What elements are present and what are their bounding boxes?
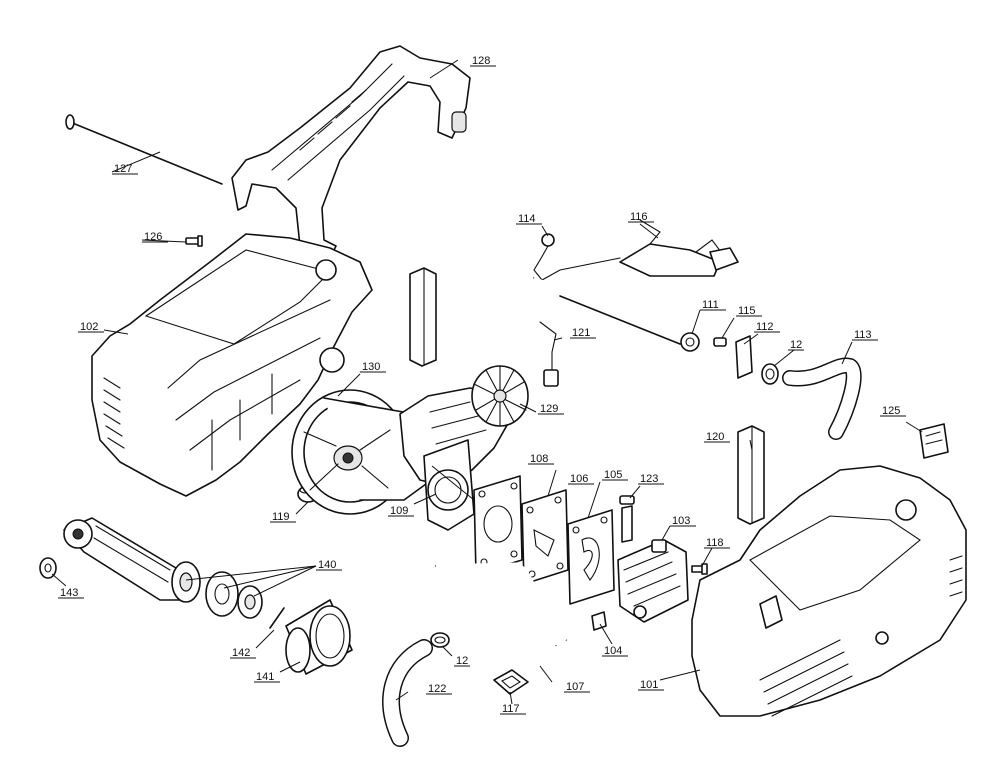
label-underlines xyxy=(58,65,906,715)
label-12-lower: 12 xyxy=(456,655,468,667)
valve-plate-106 xyxy=(521,489,569,585)
gasket-108 xyxy=(473,475,523,575)
reed-valve-123 xyxy=(619,495,635,543)
screw-142 xyxy=(269,607,285,629)
bracket-112 xyxy=(735,335,753,379)
leader-lines xyxy=(51,59,923,705)
label-114: 114 xyxy=(518,213,536,225)
fitting-115 xyxy=(713,337,727,347)
motor-compressor xyxy=(399,365,529,531)
left-housing xyxy=(91,233,373,497)
label-122: 122 xyxy=(428,683,446,695)
screw-126 xyxy=(185,235,203,247)
gasket-105 xyxy=(567,509,615,605)
hose-clamp-upper xyxy=(761,363,779,385)
label-102: 102 xyxy=(80,321,98,333)
label-106: 106 xyxy=(570,473,588,485)
carry-handle xyxy=(231,45,471,259)
switch-125 xyxy=(919,423,949,459)
motor-pulley-assembly xyxy=(63,517,263,619)
hose-122 xyxy=(382,639,433,747)
grommet-117 xyxy=(493,669,529,695)
label-108: 108 xyxy=(530,453,548,465)
label-126: 126 xyxy=(144,231,162,243)
label-118: 118 xyxy=(706,537,724,549)
pulley-cup-141 xyxy=(285,599,353,675)
discharge-tube xyxy=(433,562,567,662)
label-105: 105 xyxy=(604,469,622,481)
label-112: 112 xyxy=(756,321,774,333)
label-101: 101 xyxy=(640,679,658,691)
label-113: 113 xyxy=(854,329,872,341)
label-140: 140 xyxy=(318,559,336,571)
label-119: 119 xyxy=(272,511,290,523)
handle-end-cap xyxy=(451,111,467,133)
label-130: 130 xyxy=(362,361,380,373)
label-12-upper: 12 xyxy=(790,339,802,351)
part-labels: 128 127 126 102 130 129 108 106 105 123 … xyxy=(60,55,900,715)
label-125: 125 xyxy=(882,405,900,417)
right-housing xyxy=(691,465,967,717)
cylinder-head xyxy=(617,539,689,623)
label-121: 121 xyxy=(572,327,590,339)
label-127: 127 xyxy=(114,163,132,175)
label-129: 129 xyxy=(540,403,558,415)
tube-assembly-111 xyxy=(533,276,700,352)
label-142: 142 xyxy=(232,647,250,659)
label-123: 123 xyxy=(640,473,658,485)
label-111: 111 xyxy=(702,299,719,311)
label-141: 141 xyxy=(256,671,274,683)
label-109: 109 xyxy=(390,505,408,517)
filter-block-upper xyxy=(409,267,437,367)
cooling-fan xyxy=(471,365,529,427)
clip-104 xyxy=(591,611,607,631)
power-cord-assembly xyxy=(533,219,739,281)
hose-clamp-lower xyxy=(430,632,450,648)
label-115: 115 xyxy=(738,305,756,317)
washer-143 xyxy=(39,557,57,579)
label-104: 104 xyxy=(604,645,622,657)
label-143: 143 xyxy=(60,587,78,599)
hose-113 xyxy=(782,357,862,440)
label-117: 117 xyxy=(502,703,520,715)
label-120: 120 xyxy=(706,431,724,443)
wire-121 xyxy=(539,321,559,387)
label-128: 128 xyxy=(472,55,490,67)
label-103: 103 xyxy=(672,515,690,527)
screw-118 xyxy=(691,563,708,575)
label-116: 116 xyxy=(630,211,648,223)
filter-block-120 xyxy=(737,425,765,525)
tie-rod xyxy=(65,114,223,185)
label-107: 107 xyxy=(566,681,584,693)
